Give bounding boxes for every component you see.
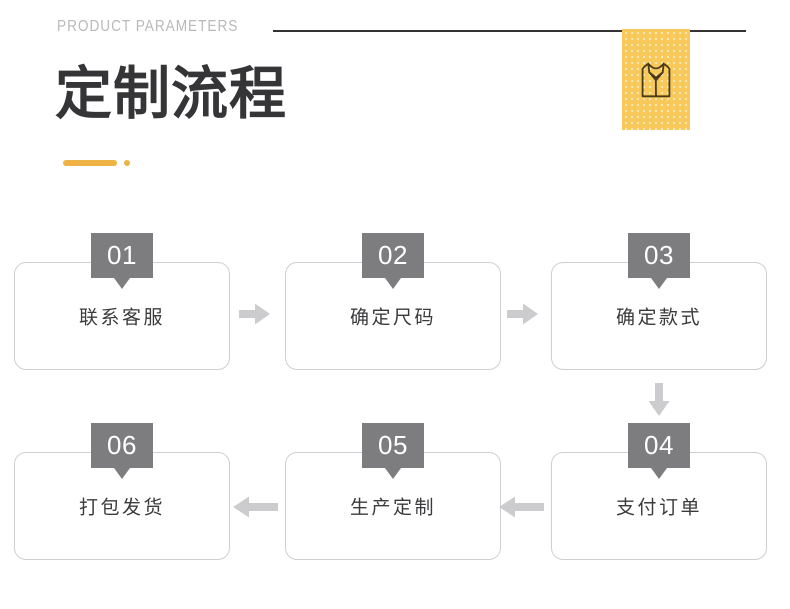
arrow-left-icon [499, 496, 544, 518]
arrow-down-icon [648, 383, 670, 416]
step-label-05: 生产定制 [349, 496, 436, 519]
garment-badge-box [622, 29, 690, 130]
arrow-left-icon [233, 496, 278, 518]
step-number-badge-03: 03 [628, 233, 690, 289]
arrow-right-icon [239, 303, 270, 325]
accent-bar [63, 160, 117, 166]
step-number-02: 02 [378, 239, 408, 270]
step-number-03: 03 [644, 239, 674, 270]
flow-step-03[interactable]: 03 确定款式 [551, 233, 767, 370]
title-accent-decoration [63, 160, 130, 166]
step-label-04: 支付订单 [615, 496, 702, 519]
page-header: PRODUCT PARAMETERS 定制流程 [0, 0, 790, 200]
step-number-05: 05 [378, 429, 408, 460]
vest-garment-icon [641, 62, 671, 97]
step-label-06: 打包发货 [78, 496, 165, 519]
badge-pointer-icon [651, 278, 667, 289]
badge-pointer-icon [114, 278, 130, 289]
flow-step-02[interactable]: 02 确定尺码 [285, 233, 501, 370]
header-divider-line [273, 30, 746, 32]
accent-dot [124, 160, 130, 166]
page-title: 定制流程 [55, 61, 287, 127]
flow-step-06[interactable]: 06 打包发货 [14, 423, 230, 560]
eyebrow-text: PRODUCT PARAMETERS [57, 18, 239, 35]
step-number-badge-05: 05 [362, 423, 424, 479]
step-number-badge-01: 01 [91, 233, 153, 289]
flow-step-05[interactable]: 05 生产定制 [285, 423, 501, 560]
step-number-01: 01 [107, 239, 137, 270]
step-number-06: 06 [107, 429, 137, 460]
step-number-04: 04 [644, 429, 674, 460]
flow-step-01[interactable]: 01 联系客服 [14, 233, 230, 370]
step-label-02: 确定尺码 [349, 306, 436, 329]
step-number-badge-04: 04 [628, 423, 690, 479]
badge-pointer-icon [114, 468, 130, 479]
step-label-03: 确定款式 [615, 306, 702, 329]
badge-pointer-icon [651, 468, 667, 479]
badge-pointer-icon [385, 468, 401, 479]
arrow-right-icon [507, 303, 538, 325]
badge-pointer-icon [385, 278, 401, 289]
step-number-badge-02: 02 [362, 233, 424, 289]
step-label-01: 联系客服 [78, 306, 165, 329]
step-number-badge-06: 06 [91, 423, 153, 479]
flow-step-04[interactable]: 04 支付订单 [551, 423, 767, 560]
